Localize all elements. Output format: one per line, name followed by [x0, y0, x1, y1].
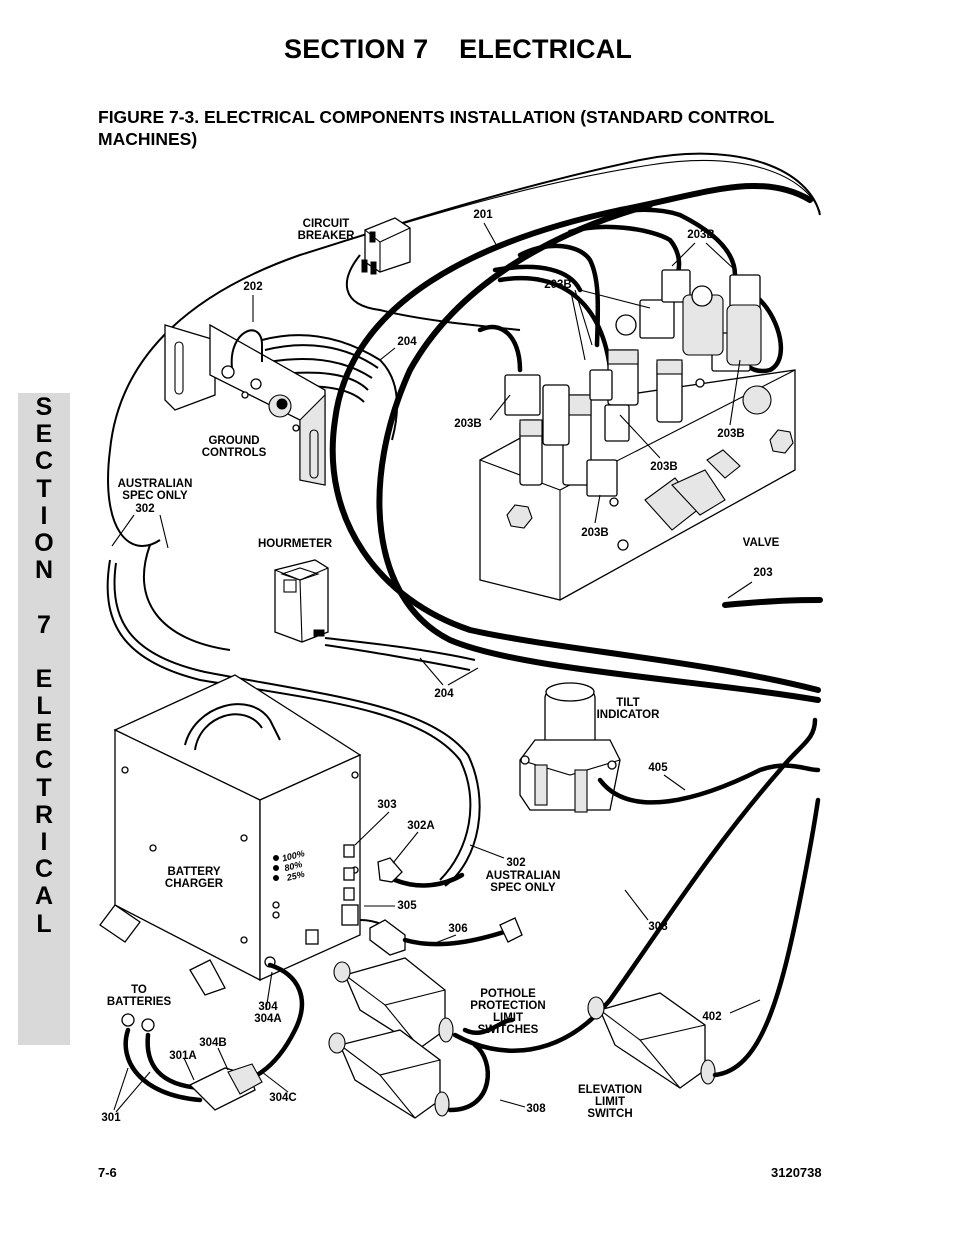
side-tab-letter: R	[34, 800, 54, 829]
charger-cables	[121, 857, 523, 1111]
label-tilt-2: INDICATOR	[597, 709, 661, 721]
document-number: 3120738	[771, 1165, 822, 1180]
side-tab-letter: C	[34, 855, 54, 884]
side-tab-letter: 7	[37, 610, 51, 639]
label-305: 305	[397, 900, 417, 912]
label-elevation-1: ELEVATION	[578, 1084, 642, 1096]
label-302-top: 302	[135, 503, 154, 515]
label-203b-lower: 203B	[581, 527, 609, 539]
side-tab-letter: C	[34, 447, 54, 476]
main-harness	[106, 152, 823, 887]
label-302a: 302A	[407, 820, 435, 832]
leader-lines	[111, 222, 761, 1113]
label-australian-bottom-1: AUSTRALIAN	[486, 870, 561, 882]
label-elevation-2: LIMIT	[595, 1096, 625, 1108]
label-301: 301	[101, 1112, 121, 1124]
elevation-limit-switch	[587, 797, 821, 1089]
label-ground-controls-1: GROUND	[208, 435, 259, 447]
label-australian-bottom-2: SPEC ONLY	[490, 882, 556, 894]
label-australian-top-1: AUSTRALIAN	[118, 478, 193, 490]
label-pothole-3: LIMIT	[493, 1012, 523, 1024]
side-tab-letter: N	[34, 556, 54, 585]
pothole-limit-switches	[328, 717, 818, 1119]
label-304c: 304C	[269, 1092, 297, 1104]
tilt-cable	[597, 763, 821, 805]
side-tab-letter: O	[34, 528, 54, 557]
circuit-breaker	[361, 217, 411, 275]
tilt-indicator	[519, 682, 621, 813]
side-tab-letter: E	[35, 420, 53, 449]
label-405: 405	[648, 762, 668, 774]
label-304b: 304B	[199, 1037, 227, 1049]
figure-title: FIGURE 7-3. ELECTRICAL COMPONENTS INSTAL…	[98, 107, 775, 149]
page-number: 7-6	[98, 1165, 117, 1180]
label-204-bottom: 204	[434, 688, 454, 700]
label-303: 303	[377, 799, 396, 811]
label-to-batteries-1: TO	[131, 984, 147, 996]
label-australian-top-2: SPEC ONLY	[122, 490, 188, 502]
side-tab-letter: S	[35, 393, 53, 421]
label-308-bottom: 308	[526, 1103, 546, 1115]
label-circuit-breaker-1: CIRCUIT	[303, 218, 350, 230]
side-tab-letter: L	[36, 909, 52, 938]
label-to-batteries-2: BATTERIES	[107, 996, 172, 1008]
label-402: 402	[702, 1011, 721, 1023]
label-tilt-1: TILT	[616, 697, 639, 709]
label-203b-center: 203B	[650, 461, 678, 473]
label-pothole-2: PROTECTION	[470, 1000, 545, 1012]
label-203b-upper-mid: 203B	[544, 279, 572, 291]
side-tab-letter: E	[35, 664, 53, 693]
label-304: 304	[258, 1001, 278, 1013]
side-tab-letter: I	[40, 501, 48, 530]
label-204-top: 204	[397, 336, 417, 348]
label-pothole-1: POTHOLE	[480, 988, 536, 1000]
side-tab-letter: C	[34, 746, 54, 775]
label-charger-25: 25%	[285, 869, 306, 883]
label-battery-charger-1: BATTERY	[167, 866, 220, 878]
label-203b-left: 203B	[454, 418, 482, 430]
label-308-right: 308	[648, 921, 668, 933]
label-304a: 304A	[254, 1013, 282, 1025]
side-tab-letter: E	[35, 719, 53, 748]
side-tab-letter: I	[40, 828, 48, 856]
label-ground-controls-2: CONTROLS	[202, 447, 267, 459]
label-306: 306	[448, 923, 467, 935]
side-tab-letter: T	[36, 773, 52, 802]
section-title: SECTION 7 ELECTRICAL	[284, 34, 633, 64]
label-302-bottom: 302	[506, 857, 525, 869]
label-battery-charger-2: CHARGER	[165, 878, 224, 890]
hourmeter	[274, 559, 329, 643]
label-hourmeter: HOURMETER	[258, 538, 333, 550]
battery-charger	[99, 674, 362, 996]
label-charger-80: 80%	[283, 859, 303, 873]
label-elevation-3: SWITCH	[587, 1108, 632, 1120]
label-201: 201	[473, 209, 493, 221]
callout-labels: CIRCUIT BREAKER 201 202 204 203B 203B 20…	[101, 209, 779, 1124]
label-203: 203	[753, 567, 772, 579]
side-tab-letter: L	[36, 692, 52, 721]
label-valve: VALVE	[743, 537, 780, 549]
label-circuit-breaker-2: BREAKER	[298, 230, 356, 242]
label-203b-right: 203B	[717, 428, 745, 440]
ground-controls-bracket	[164, 323, 326, 486]
side-tab-letter: T	[36, 474, 52, 503]
label-301a: 301A	[169, 1050, 197, 1062]
label-202: 202	[243, 281, 262, 293]
label-pothole-4: SWITCHES	[478, 1024, 539, 1036]
valve-block	[479, 269, 796, 601]
label-203b-top-right: 203B	[687, 229, 715, 241]
side-tab-letter: A	[34, 882, 54, 911]
